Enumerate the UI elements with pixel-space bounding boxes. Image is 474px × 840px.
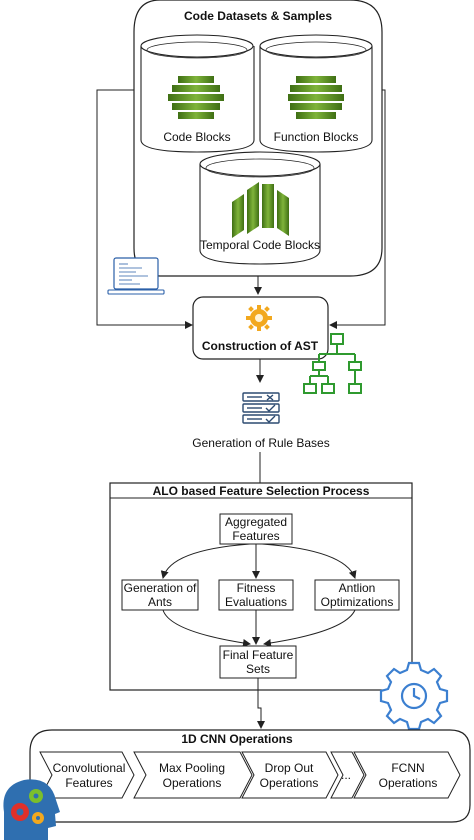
right-connector — [329, 89, 386, 329]
cnn-step-5-line1: FCNN — [391, 761, 424, 775]
cnn-step-4-line1: ... — [341, 768, 351, 782]
code-blocks-label: Code Blocks — [163, 130, 230, 144]
antlion-to-final-arrow — [263, 609, 356, 647]
cnn-step-fcnn: FCNN Operations — [353, 751, 461, 799]
function-blocks-label: Function Blocks — [274, 130, 359, 144]
datasets-title: Code Datasets & Samples — [184, 9, 332, 23]
function-blocks-cylinder: Function Blocks — [259, 34, 373, 153]
cnn-step-convolutional: Convolutional Features — [39, 751, 135, 799]
cnn-title: 1D CNN Operations — [181, 732, 293, 746]
cnn-step-ellipsis: ... — [330, 751, 365, 799]
cnn-step-2-line1: Max Pooling — [159, 761, 225, 775]
ast-box: Construction of AST — [192, 296, 329, 360]
alo-to-cnn-arrow — [257, 678, 265, 729]
function-blocks-icon — [288, 76, 344, 119]
final-line2: Sets — [246, 662, 270, 676]
fitness-evaluations-box: Fitness Evaluations — [218, 579, 294, 611]
ast-label: Construction of AST — [202, 339, 319, 353]
generation-of-ants-box: Generation of Ants — [121, 579, 199, 611]
aggregated-line1: Aggregated — [225, 515, 287, 529]
ants-line1: Generation of — [124, 581, 197, 595]
antlion-line1: Antlion — [339, 581, 376, 595]
laptop-icon — [107, 257, 165, 295]
cnn-steps: Convolutional Features Max Pooling Opera… — [39, 751, 461, 799]
tree-hierarchy-icon — [303, 333, 362, 394]
ants-line2: Ants — [148, 595, 172, 609]
cnn-step-3-line2: Operations — [260, 776, 319, 790]
cnn-step-5-line2: Operations — [379, 776, 438, 790]
rules-label: Generation of Rule Bases — [192, 436, 329, 450]
cnn-step-max-pooling: Max Pooling Operations — [133, 751, 253, 799]
code-blocks-icon — [168, 76, 224, 119]
agg-to-antlion-arrow — [261, 543, 357, 579]
temporal-blocks-label: Temporal Code Blocks — [200, 238, 320, 252]
cnn-step-1-line1: Convolutional — [53, 761, 126, 775]
code-blocks-cylinder: Code Blocks — [140, 34, 255, 153]
blue-gear-icon — [379, 661, 449, 731]
cnn-step-1-line2: Features — [65, 776, 112, 790]
alo-title: ALO based Feature Selection Process — [153, 484, 370, 498]
head-gears-icon — [3, 779, 61, 840]
checklist-icon — [242, 392, 280, 424]
fitness-line2: Evaluations — [225, 595, 287, 609]
agg-to-ants-arrow — [160, 543, 251, 579]
aggregated-features-box: Aggregated Features — [219, 513, 293, 545]
temporal-blocks-icon — [232, 182, 289, 238]
temporal-blocks-cylinder: Temporal Code Blocks — [199, 151, 321, 265]
fitness-line1: Fitness — [237, 581, 276, 595]
antlion-optimizations-box: Antlion Optimizations — [314, 579, 400, 611]
left-connector — [96, 89, 193, 329]
final-line1: Final Feature — [223, 648, 294, 662]
gear-icon — [246, 305, 272, 331]
aggregated-line2: Features — [232, 529, 279, 543]
cnn-step-drop-out: Drop Out Operations — [241, 751, 339, 799]
cnn-step-2-line2: Operations — [163, 776, 222, 790]
cnn-step-3-line1: Drop Out — [265, 761, 314, 775]
antlion-line2: Optimizations — [321, 595, 394, 609]
ants-to-final-arrow — [162, 609, 251, 647]
final-feature-sets-box: Final Feature Sets — [219, 645, 297, 679]
